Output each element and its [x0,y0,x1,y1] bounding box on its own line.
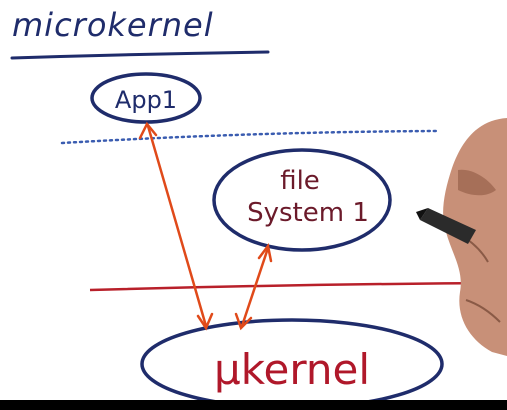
filesystem-label-line1: file [280,166,320,196]
marker-icon [420,208,476,244]
user-space-boundary [60,129,438,145]
app-kernel-arrow [138,121,214,331]
kernel-label: μkernel [214,345,370,394]
kernel-boundary-line [89,281,507,292]
filesystem-ellipse [212,148,392,252]
filesystem-label-line2: System 1 [247,198,369,228]
app-label: App1 [115,86,177,114]
presenter-hand [416,118,507,356]
bottom-bar [0,400,507,410]
app-ellipse [90,72,202,124]
filesystem-kernel-arrow [234,243,273,331]
page-title: microkernel [12,6,214,44]
title-underline [10,50,270,60]
